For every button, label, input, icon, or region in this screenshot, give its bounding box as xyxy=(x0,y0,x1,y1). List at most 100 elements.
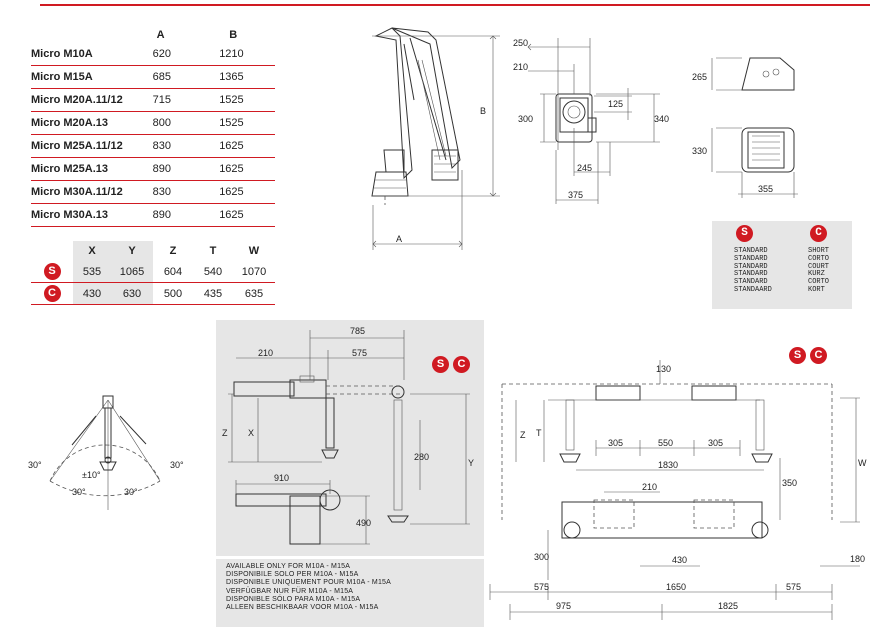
sc-cell: 540 xyxy=(193,261,233,283)
right-t-label: T xyxy=(536,428,542,438)
sc-cell: 635 xyxy=(233,282,275,305)
side-490-label: 490 xyxy=(356,518,371,528)
right-1650-label: 1650 xyxy=(666,582,686,592)
right-z-label: Z xyxy=(520,430,526,440)
swing-30-lower-right-label: 30° xyxy=(124,487,138,497)
models-cell-b: 1625 xyxy=(219,203,275,227)
sc-cell: 500 xyxy=(153,282,193,305)
right-1830-label: 1830 xyxy=(658,460,678,470)
sc-cell: 1065 xyxy=(111,261,153,283)
models-cell-model: Micro M10A xyxy=(31,43,153,66)
sc-row-badge-cell: S xyxy=(31,261,73,283)
crane-a-label: A xyxy=(396,234,402,244)
models-cell-b: 1625 xyxy=(219,157,275,181)
legend-c-line: SHORT xyxy=(808,247,830,255)
models-header-a: A xyxy=(156,28,165,41)
legend-s-line: STANDARD xyxy=(734,278,768,287)
note-line: VERFÜGBAR NUR FÜR M10A - M15A xyxy=(226,587,354,595)
models-cell-b: 1625 xyxy=(219,134,275,158)
base-300-label: 300 xyxy=(518,114,533,124)
sc-row-badge-cell: C xyxy=(31,282,73,305)
legend-c-line: CORTO xyxy=(808,278,830,287)
legend-c-badge: C xyxy=(810,225,827,242)
base-250-label: 250 xyxy=(513,38,528,48)
models-cell-a: 620 xyxy=(152,43,220,66)
models-cell-model: Micro M15A xyxy=(31,65,153,89)
right-305a-label: 305 xyxy=(608,438,623,448)
right-w-label: W xyxy=(858,458,867,468)
models-cell-a: 800 xyxy=(152,111,220,135)
sc-header-y: Y xyxy=(111,241,153,261)
sc-cell: 535 xyxy=(73,261,111,283)
sc-header-z: Z xyxy=(169,245,177,257)
right-c-badge: C xyxy=(810,347,827,364)
base-340-label: 340 xyxy=(654,114,669,124)
models-cell-a: 715 xyxy=(152,88,220,112)
note-line: DISPONIBLE UNIQUEMENT POUR M10A - M15A xyxy=(226,579,392,587)
side-x-label: X xyxy=(248,428,254,438)
legend-s-line: STANDARD xyxy=(734,247,768,255)
models-cell-b: 1365 xyxy=(219,65,275,89)
side-910-label: 910 xyxy=(274,473,289,483)
right-975-label: 975 xyxy=(556,601,571,611)
legend-s-line: STANDARD xyxy=(734,262,768,271)
availability-note: AVAILABLE ONLY FOR M10A - M15A DISPONIBI… xyxy=(226,563,391,612)
side-575-label: 575 xyxy=(352,348,367,358)
swing-diagram: 30° 30° 30° 30° ±10° xyxy=(28,395,184,510)
right-305b-label: 305 xyxy=(708,438,723,448)
cover-330-label: 330 xyxy=(692,146,707,156)
models-cell-b: 1525 xyxy=(219,111,275,135)
side-280-label: 280 xyxy=(414,452,429,462)
legend-c-line: KORT xyxy=(808,285,825,294)
models-cell-b: 1625 xyxy=(219,180,275,204)
side-y-label: Y xyxy=(468,458,474,468)
legend-standard-list: STANDARD STANDARD STANDARD STANDARD STAN… xyxy=(734,247,772,295)
right-view-drawing: 130 Z T W 305 550 305 1830 210 350 300 4… xyxy=(489,360,867,620)
sc-row-badge: S xyxy=(43,263,61,280)
models-cell-a: 830 xyxy=(152,180,220,204)
sc-cell: 630 xyxy=(111,282,153,305)
right-300-label: 300 xyxy=(534,552,549,562)
top-rule xyxy=(40,4,870,6)
sc-header-x: X xyxy=(73,241,111,261)
sc-header-t: T xyxy=(209,245,217,257)
base-plan-drawing: 250 210 300 125 340 245 375 xyxy=(513,38,669,204)
right-575b-label: 575 xyxy=(786,582,801,592)
legend-c-line: COURT xyxy=(808,262,830,271)
sc-cell: 1070 xyxy=(233,261,275,283)
models-cell-model: Micro M30A.13 xyxy=(31,203,153,227)
cover-355-label: 355 xyxy=(758,184,773,194)
right-430-label: 430 xyxy=(672,555,687,565)
right-1825-label: 1825 xyxy=(718,601,738,611)
legend-short-list: SHORT CORTO COURT KURZ CORTO KORT xyxy=(808,247,830,295)
models-cell-b: 1210 xyxy=(219,43,275,66)
swing-30-right-label: 30° xyxy=(170,460,184,470)
sc-cell: 435 xyxy=(193,282,233,305)
right-575a-label: 575 xyxy=(534,582,549,592)
models-cell-a: 890 xyxy=(152,157,220,181)
models-cell-model: Micro M25A.11/12 xyxy=(31,134,153,158)
legend-s-line: STANDAARD xyxy=(734,285,772,294)
models-cell-a: 685 xyxy=(152,65,220,89)
models-cell-a: 830 xyxy=(152,134,220,158)
note-line: ALLEEN BESCHIKBAAR VOOR M10A - M15A xyxy=(226,604,379,612)
base-210-label: 210 xyxy=(513,62,528,72)
models-cell-model: Micro M20A.11/12 xyxy=(31,88,153,112)
legend-s-line: STANDARD xyxy=(734,254,768,263)
note-line: DISPONIBILE SOLO PER M10A - M15A xyxy=(226,571,359,579)
legend-c-line: CORTO xyxy=(808,254,830,263)
models-cell-model: Micro M20A.13 xyxy=(31,111,153,135)
side-view-drawing: 785 210 575 Z X Y 280 910 490 xyxy=(222,326,474,545)
swing-10-label: ±10° xyxy=(82,470,101,480)
availability-note-panel xyxy=(216,559,484,627)
right-180-label: 180 xyxy=(850,554,865,564)
note-line: AVAILABLE ONLY FOR M10A - M15A xyxy=(226,563,351,570)
models-cell-model: Micro M25A.13 xyxy=(31,157,153,181)
